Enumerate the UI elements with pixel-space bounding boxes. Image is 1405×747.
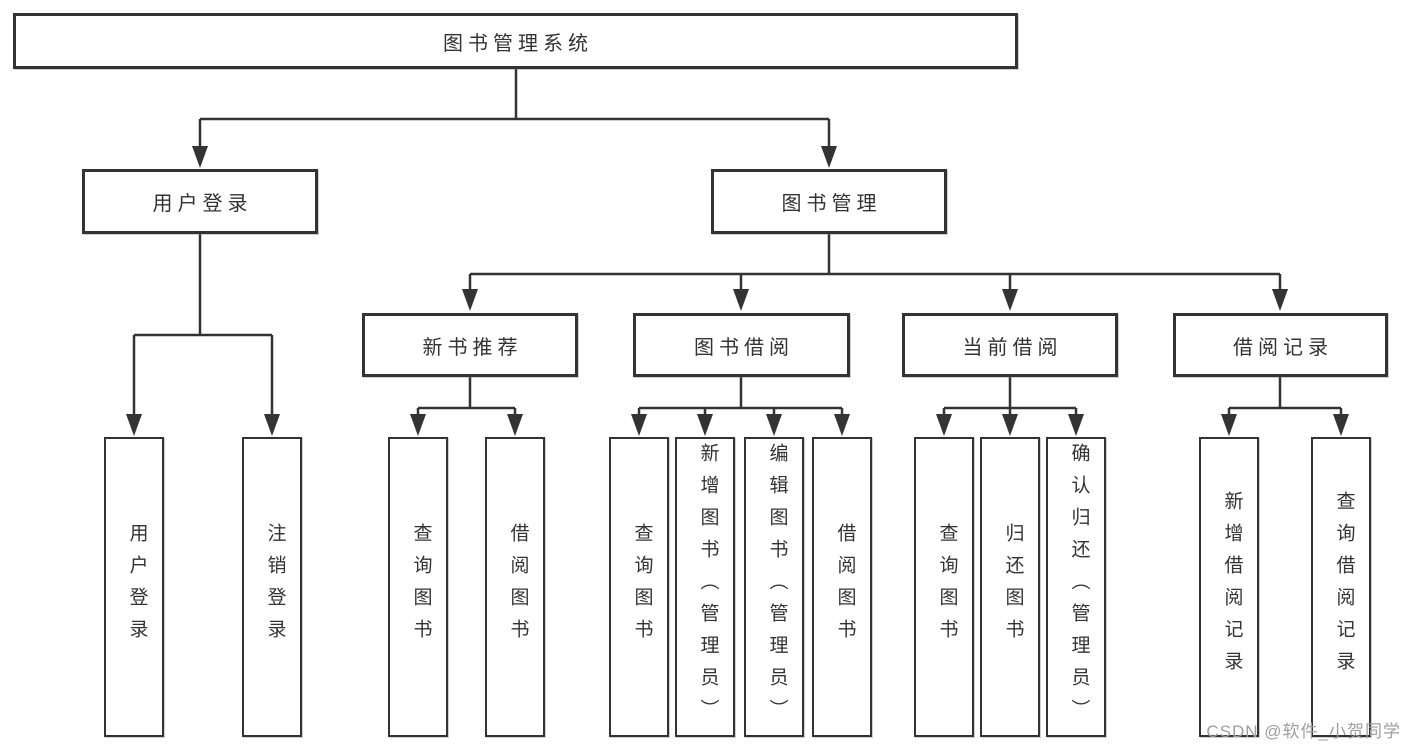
leaf-query-books-recommend: 查询图书 — [388, 437, 448, 737]
leaf-query-books-current-label: 查询图书 — [936, 523, 958, 651]
node-user-login-label: 用户登录 — [152, 193, 253, 215]
leaf-logout: 注销登录 — [242, 437, 302, 737]
node-current-borrow-label: 当前借阅 — [962, 336, 1063, 359]
leaf-add-books-admin: 新增图书（管理员） — [675, 437, 735, 737]
csdn-watermark: CSDN @软件_小贺同学 — [1206, 722, 1401, 741]
leaf-query-borrow-record-label: 查询借阅记录 — [1333, 491, 1355, 683]
leaf-query-books-borrow-label: 查询图书 — [631, 523, 653, 651]
leaf-confirm-return-admin: 确认归还（管理员） — [1046, 437, 1106, 737]
leaf-logout-label: 注销登录 — [264, 523, 286, 651]
node-current-borrow: 当前借阅 — [902, 313, 1118, 377]
leaf-user-login: 用户登录 — [104, 437, 164, 737]
leaf-query-borrow-record: 查询借阅记录 — [1311, 437, 1371, 737]
node-new-book-recommend: 新书推荐 — [362, 313, 578, 377]
leaf-query-books-borrow: 查询图书 — [609, 437, 669, 737]
node-root: 图书管理系统 — [13, 13, 1018, 69]
leaf-add-books-admin-label: 新增图书（管理员） — [697, 443, 719, 731]
leaf-borrow-books: 借阅图书 — [812, 437, 872, 737]
leaf-add-borrow-record: 新增借阅记录 — [1199, 437, 1259, 737]
leaf-edit-books-admin: 编辑图书（管理员） — [744, 437, 804, 737]
leaf-add-borrow-record-label: 新增借阅记录 — [1221, 491, 1243, 683]
leaf-edit-books-admin-label: 编辑图书（管理员） — [766, 443, 788, 731]
node-new-book-recommend-label: 新书推荐 — [422, 336, 523, 359]
leaf-return-books: 归还图书 — [980, 437, 1040, 737]
arrowheads — [126, 119, 1349, 436]
leaf-return-books-label: 归还图书 — [1002, 523, 1024, 651]
leaf-borrow-books-recommend-label: 借阅图书 — [507, 523, 529, 651]
leaf-borrow-books-label: 借阅图书 — [834, 523, 856, 651]
node-book-management: 图书管理 — [711, 169, 947, 234]
leaf-user-login-label: 用户登录 — [126, 523, 148, 651]
leaf-borrow-books-recommend: 借阅图书 — [485, 437, 545, 737]
node-book-management-label: 图书管理 — [781, 193, 882, 215]
node-borrow-records-label: 借阅记录 — [1233, 336, 1333, 359]
leaf-confirm-return-admin-label: 确认归还（管理员） — [1068, 443, 1090, 731]
node-book-borrow: 图书借阅 — [633, 313, 850, 377]
node-root-label: 图书管理系统 — [443, 32, 593, 55]
leaf-query-books-recommend-label: 查询图书 — [410, 523, 432, 651]
node-borrow-records: 借阅记录 — [1173, 313, 1388, 377]
leaf-query-books-current: 查询图书 — [914, 437, 974, 737]
node-book-borrow-label: 图书借阅 — [694, 336, 794, 359]
node-user-login: 用户登录 — [82, 169, 318, 234]
